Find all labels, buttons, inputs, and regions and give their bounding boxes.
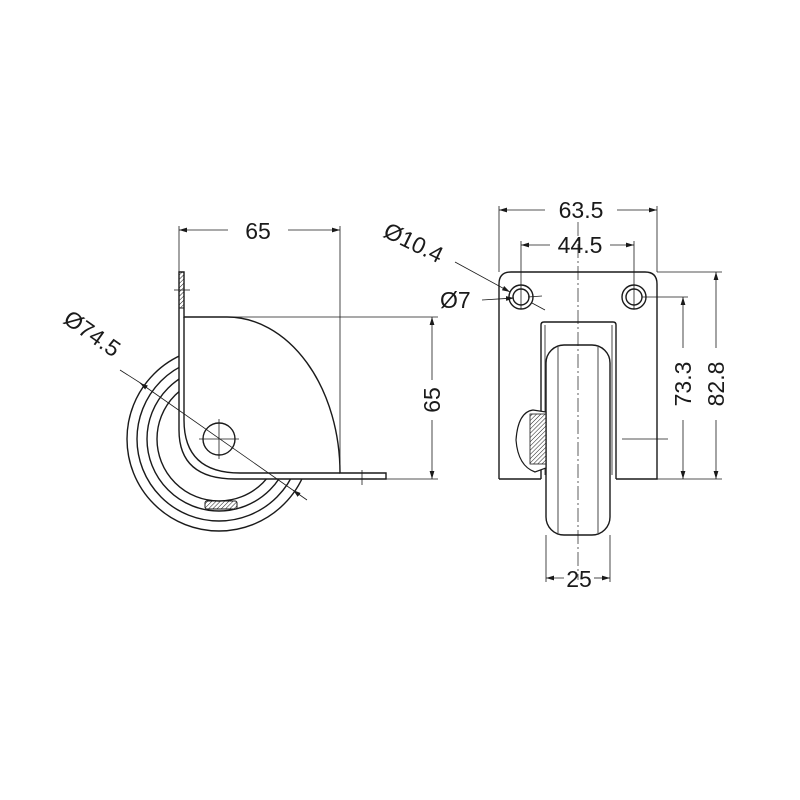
fork (540, 321, 617, 479)
wheel-front (545, 344, 611, 536)
dimension-label: 44.5 (558, 232, 603, 258)
dimension-label: 73.3 (670, 362, 696, 407)
side-view: 65 65 Ø74.5 (59, 218, 445, 532)
mounting-plate (498, 271, 658, 480)
dimension-label: Ø74.5 (59, 305, 125, 362)
dimension-plate-height: 82.8 (657, 271, 729, 479)
dimension-width: 65 (178, 218, 341, 473)
dimension-label: Ø10.4 (380, 217, 448, 268)
dimension-label: 82.8 (703, 362, 729, 407)
tread-detail (204, 500, 238, 510)
dimension-label: 63.5 (559, 197, 604, 223)
dimension-label: Ø7 (440, 287, 471, 313)
dimension-hole-diameter: Ø7 (440, 287, 543, 313)
dimension-wheel-width: 25 (545, 535, 611, 592)
dimension-plate-width: 63.5 (498, 197, 658, 272)
dimension-label: 65 (419, 387, 445, 413)
dimension-height: 65 (184, 316, 445, 480)
dimension-hole-spacing: 44.5 (520, 232, 635, 309)
dimension-hole-height: 73.3 (642, 296, 722, 480)
dimension-label: 65 (245, 218, 271, 244)
bracket-side (174, 271, 387, 485)
dimension-label: 25 (566, 566, 592, 592)
